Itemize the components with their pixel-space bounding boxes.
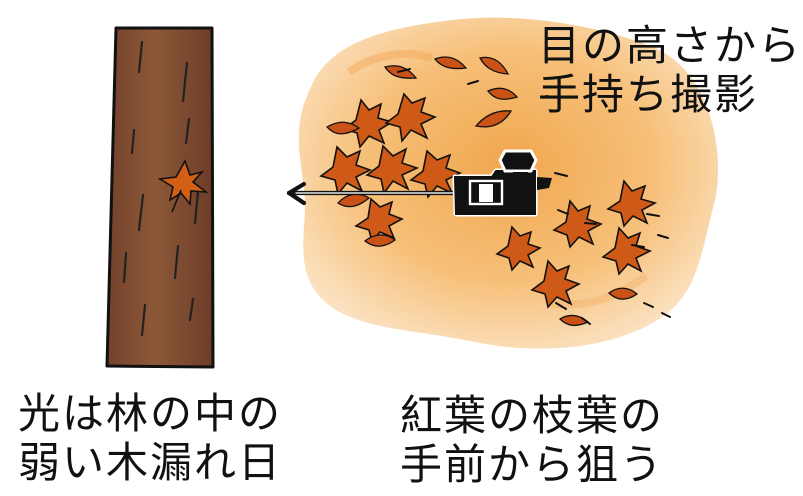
- bottom-right-caption: 紅葉の枝葉の 手前から狙う: [400, 391, 665, 489]
- leaf-on-trunk-icon: [157, 159, 209, 213]
- bottom-right-caption-line-1: 紅葉の枝葉の: [400, 391, 665, 440]
- camera-icon: [452, 149, 552, 217]
- direction-arrow: [286, 181, 458, 206]
- top-right-caption: 目の高さからの 手持ち撮影: [538, 21, 803, 119]
- red-maple-leaves-cluster: [319, 92, 658, 309]
- top-right-caption-line-1: 目の高さからの: [538, 21, 803, 70]
- bottom-right-caption-line-2: 手前から狙う: [400, 439, 665, 489]
- bottom-left-caption-line-1: 光は林の中の: [18, 389, 283, 438]
- tree-trunk: [105, 26, 215, 369]
- bottom-left-caption-line-2: 弱い木漏れ日: [18, 437, 283, 487]
- top-right-caption-line-2: 手持ち撮影: [538, 69, 759, 119]
- bottom-left-caption: 光は林の中の 弱い木漏れ日: [18, 389, 283, 487]
